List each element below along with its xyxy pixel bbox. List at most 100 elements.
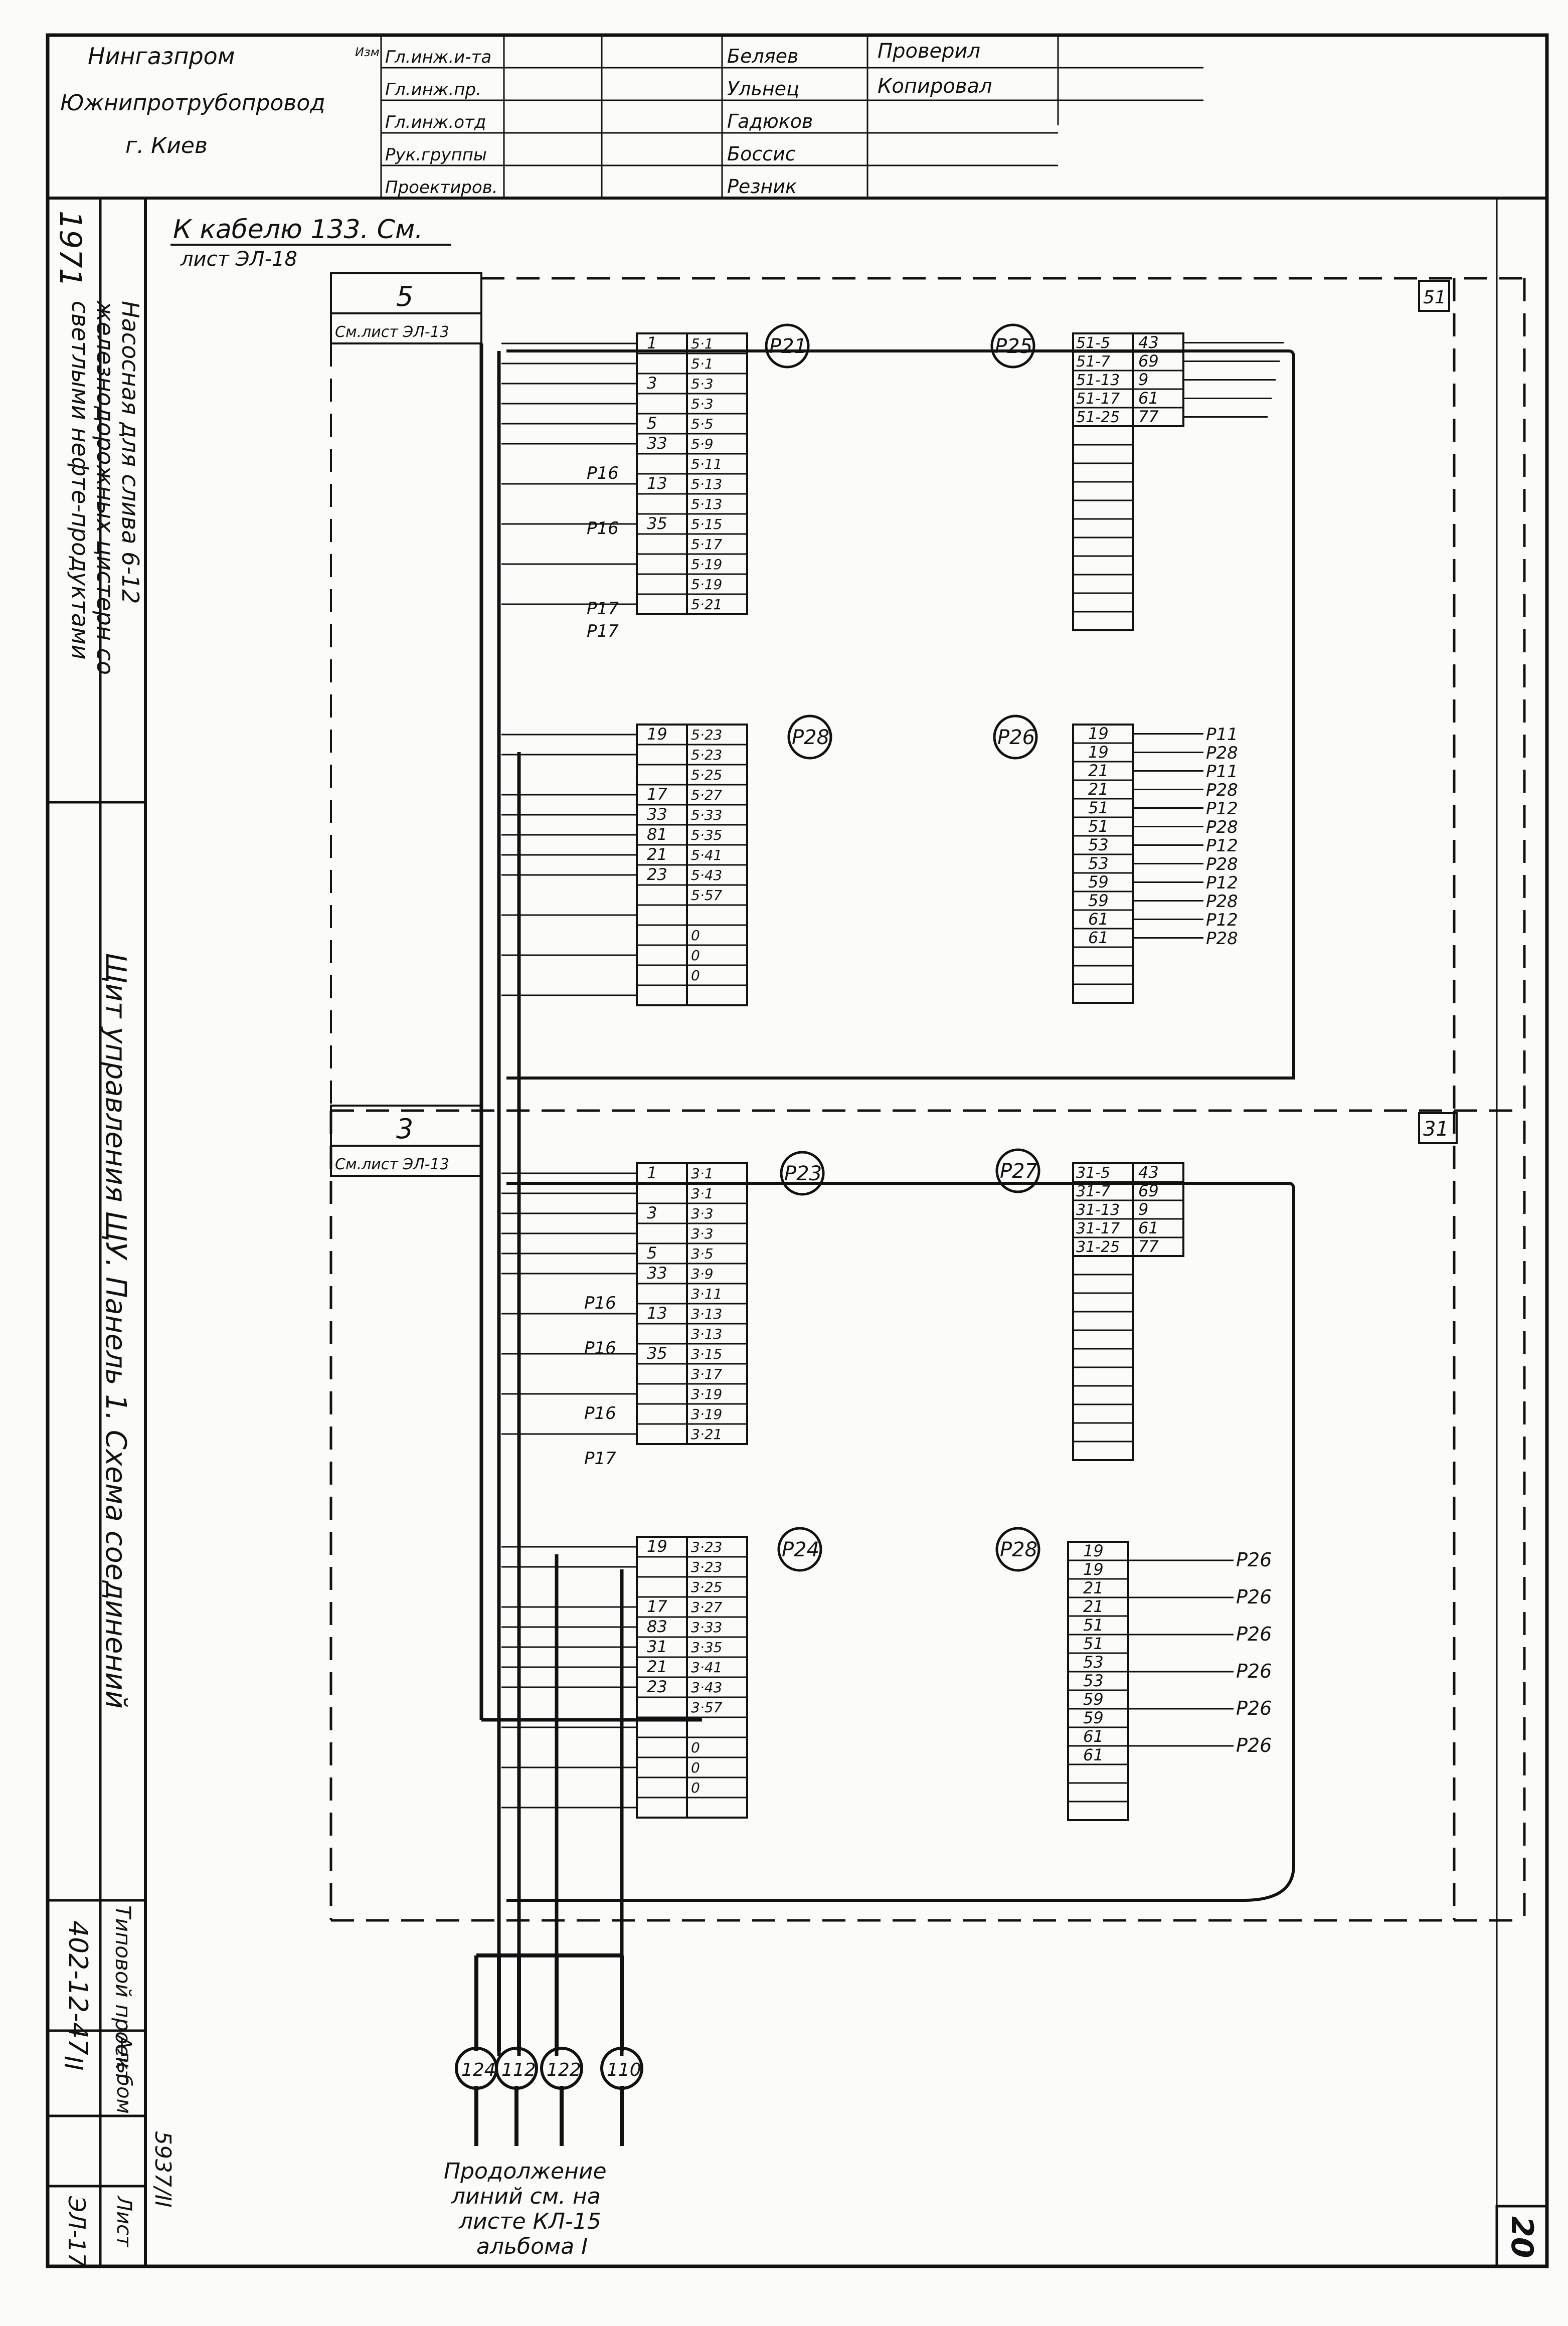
strip-5a-right-cell: 5·19 [691, 576, 722, 593]
strip-3a-right-cell: 3·3 [691, 1205, 714, 1222]
relay-p25 [990, 323, 1035, 369]
relay-p21-label: P21 [769, 335, 807, 358]
strip-3a-right-cell: 3·5 [691, 1245, 714, 1262]
org-line-3: г. Киев [125, 133, 208, 158]
strip-3a-left-cell: 1 [647, 1163, 657, 1182]
sheet-title: Щит управления ЩУ. Панель 1. Схема соеди… [99, 953, 132, 1709]
strip-p28-cell: 21 [1083, 1597, 1104, 1616]
cable-marker-label: 110 [607, 2060, 641, 2080]
strip-3a-side-label: P16 [584, 1403, 616, 1423]
strip-51-right-cell: 61 [1138, 389, 1159, 408]
inventory-number: 5937/II [150, 2131, 176, 2208]
org-line-2: Южнипротрубопровод [60, 90, 325, 116]
strip-p26-cell: 53 [1088, 854, 1109, 873]
title-name: Гадюков [727, 110, 813, 132]
strip-31-left-cell: 31-25 [1076, 1238, 1120, 1256]
continuation-line-1: Продолжение [444, 2159, 607, 2184]
continuation-line-4: альбома I [476, 2234, 588, 2259]
strip-p28-cell: 59 [1083, 1690, 1104, 1709]
strip-p28-cell: 21 [1083, 1578, 1104, 1597]
strip-p28-label: P26 [1236, 1549, 1272, 1571]
lower-block-number: 3 [396, 1113, 413, 1145]
strip-31-left-cell: 31-5 [1076, 1164, 1110, 1182]
strip-3b-right-cell: 3·33 [691, 1619, 722, 1636]
strip-51-left-cell: 51-17 [1076, 390, 1120, 408]
lower-right-tag: 31 [1423, 1118, 1449, 1141]
strip-p26-cell: 21 [1088, 780, 1109, 799]
page-number: 20 [1504, 2216, 1539, 2258]
strip-5b-right-cell: 0 [691, 927, 700, 944]
strip-5a-left-cell: 3 [647, 374, 657, 393]
strip-p26-label: P28 [1206, 891, 1238, 912]
strip-5a-left-cell: 1 [647, 333, 657, 352]
strip-3a-left-cell: 5 [647, 1243, 657, 1263]
strip-p26-label: P28 [1206, 780, 1238, 800]
strip-51-right-cell: 69 [1138, 351, 1159, 371]
strip-5a-right-cell: 5·9 [691, 436, 714, 452]
cable-note-line-2: лист ЭЛ-18 [180, 248, 297, 271]
strip-5b-right-cell: 5·57 [691, 887, 723, 904]
strip-p28-cell: 61 [1083, 1727, 1104, 1746]
relay-p23 [780, 1151, 825, 1196]
strip-3a-right-cell: 3·11 [691, 1286, 722, 1302]
relay-p24-label: P24 [782, 1538, 819, 1561]
strip-5a-right-cell: 5·17 [691, 536, 723, 553]
cable-marker [495, 2047, 538, 2090]
strip-5b-left-cell: 19 [647, 725, 667, 744]
album-number: II [59, 2056, 88, 2071]
strip-5b-left-cell: 23 [647, 865, 667, 884]
strip-5a-right-cell: 5·3 [691, 376, 714, 392]
strip-3a-right-cell: 3·17 [691, 1366, 723, 1382]
strip-p26-cell: 19 [1088, 743, 1109, 762]
checked-label: Проверил [878, 40, 980, 63]
strip-p28-cell: 53 [1083, 1653, 1104, 1672]
strip-51-right-cell: 9 [1138, 370, 1148, 389]
upper-block-ref: См.лист ЭЛ-13 [335, 323, 449, 341]
continuation-line-3: листе КЛ-15 [458, 2209, 601, 2234]
strip-p28-frame [1067, 1541, 1129, 1821]
strip-5a-side-label: P16 [587, 463, 619, 483]
strip-5a-right-cell: 5·1 [691, 335, 714, 352]
strip-p26-cell: 19 [1088, 724, 1109, 743]
strip-p28-cell: 51 [1083, 1634, 1104, 1653]
title-role: Проектиров. [385, 177, 498, 198]
strip-3b-right-cell: 3·57 [691, 1699, 723, 1716]
strip-3b-left-cell: 31 [647, 1637, 667, 1656]
strip-3a-right-cell: 3·15 [691, 1346, 722, 1362]
cable-marker-label: 122 [547, 2060, 581, 2080]
year: 1971 [53, 211, 88, 287]
list-label: Лист [112, 2196, 135, 2247]
strip-3b-left-cell: 23 [647, 1677, 667, 1696]
strip-5a-right-cell: 5·21 [691, 596, 722, 613]
continuation-line-2: линий см. на [451, 2184, 601, 2209]
relay-p26 [993, 714, 1038, 760]
strip-5a-right-cell: 5·13 [691, 476, 722, 492]
relay-p23-label: P23 [784, 1162, 822, 1185]
strip-3b-left-cell: 17 [647, 1597, 667, 1616]
relay-p27 [995, 1148, 1040, 1193]
strip-5b-right-cell: 5·35 [691, 827, 722, 843]
strip-p28-label: P26 [1236, 1734, 1272, 1756]
strip-p26-cell: 21 [1088, 761, 1109, 780]
relay-p28b [995, 1527, 1040, 1572]
strip-p26-cell: 51 [1088, 798, 1109, 817]
strip-3b-right-cell: 3·35 [691, 1639, 722, 1656]
strip-5a-right-cell: 5·11 [691, 456, 722, 472]
strip-p28-label: P26 [1236, 1697, 1272, 1719]
strip-3a-left-cell: 33 [647, 1264, 667, 1283]
project-title: Насосная для слива 6-12 железнодорожных … [67, 301, 144, 675]
strip-51-right-cell: 77 [1138, 407, 1159, 426]
strip-p28-cell: 51 [1083, 1616, 1104, 1635]
strip-51-right-cell: 43 [1138, 333, 1159, 352]
album-label: Альбом [112, 2036, 135, 2114]
strip-p28-cell: 59 [1083, 1708, 1104, 1727]
cable-marker-label: 124 [461, 2060, 496, 2080]
strip-3b-left-cell: 19 [647, 1537, 667, 1556]
strip-3a-side-label: P16 [584, 1338, 616, 1358]
strip-5b-right-cell: 0 [691, 947, 700, 964]
title-name: Резник [727, 175, 797, 198]
